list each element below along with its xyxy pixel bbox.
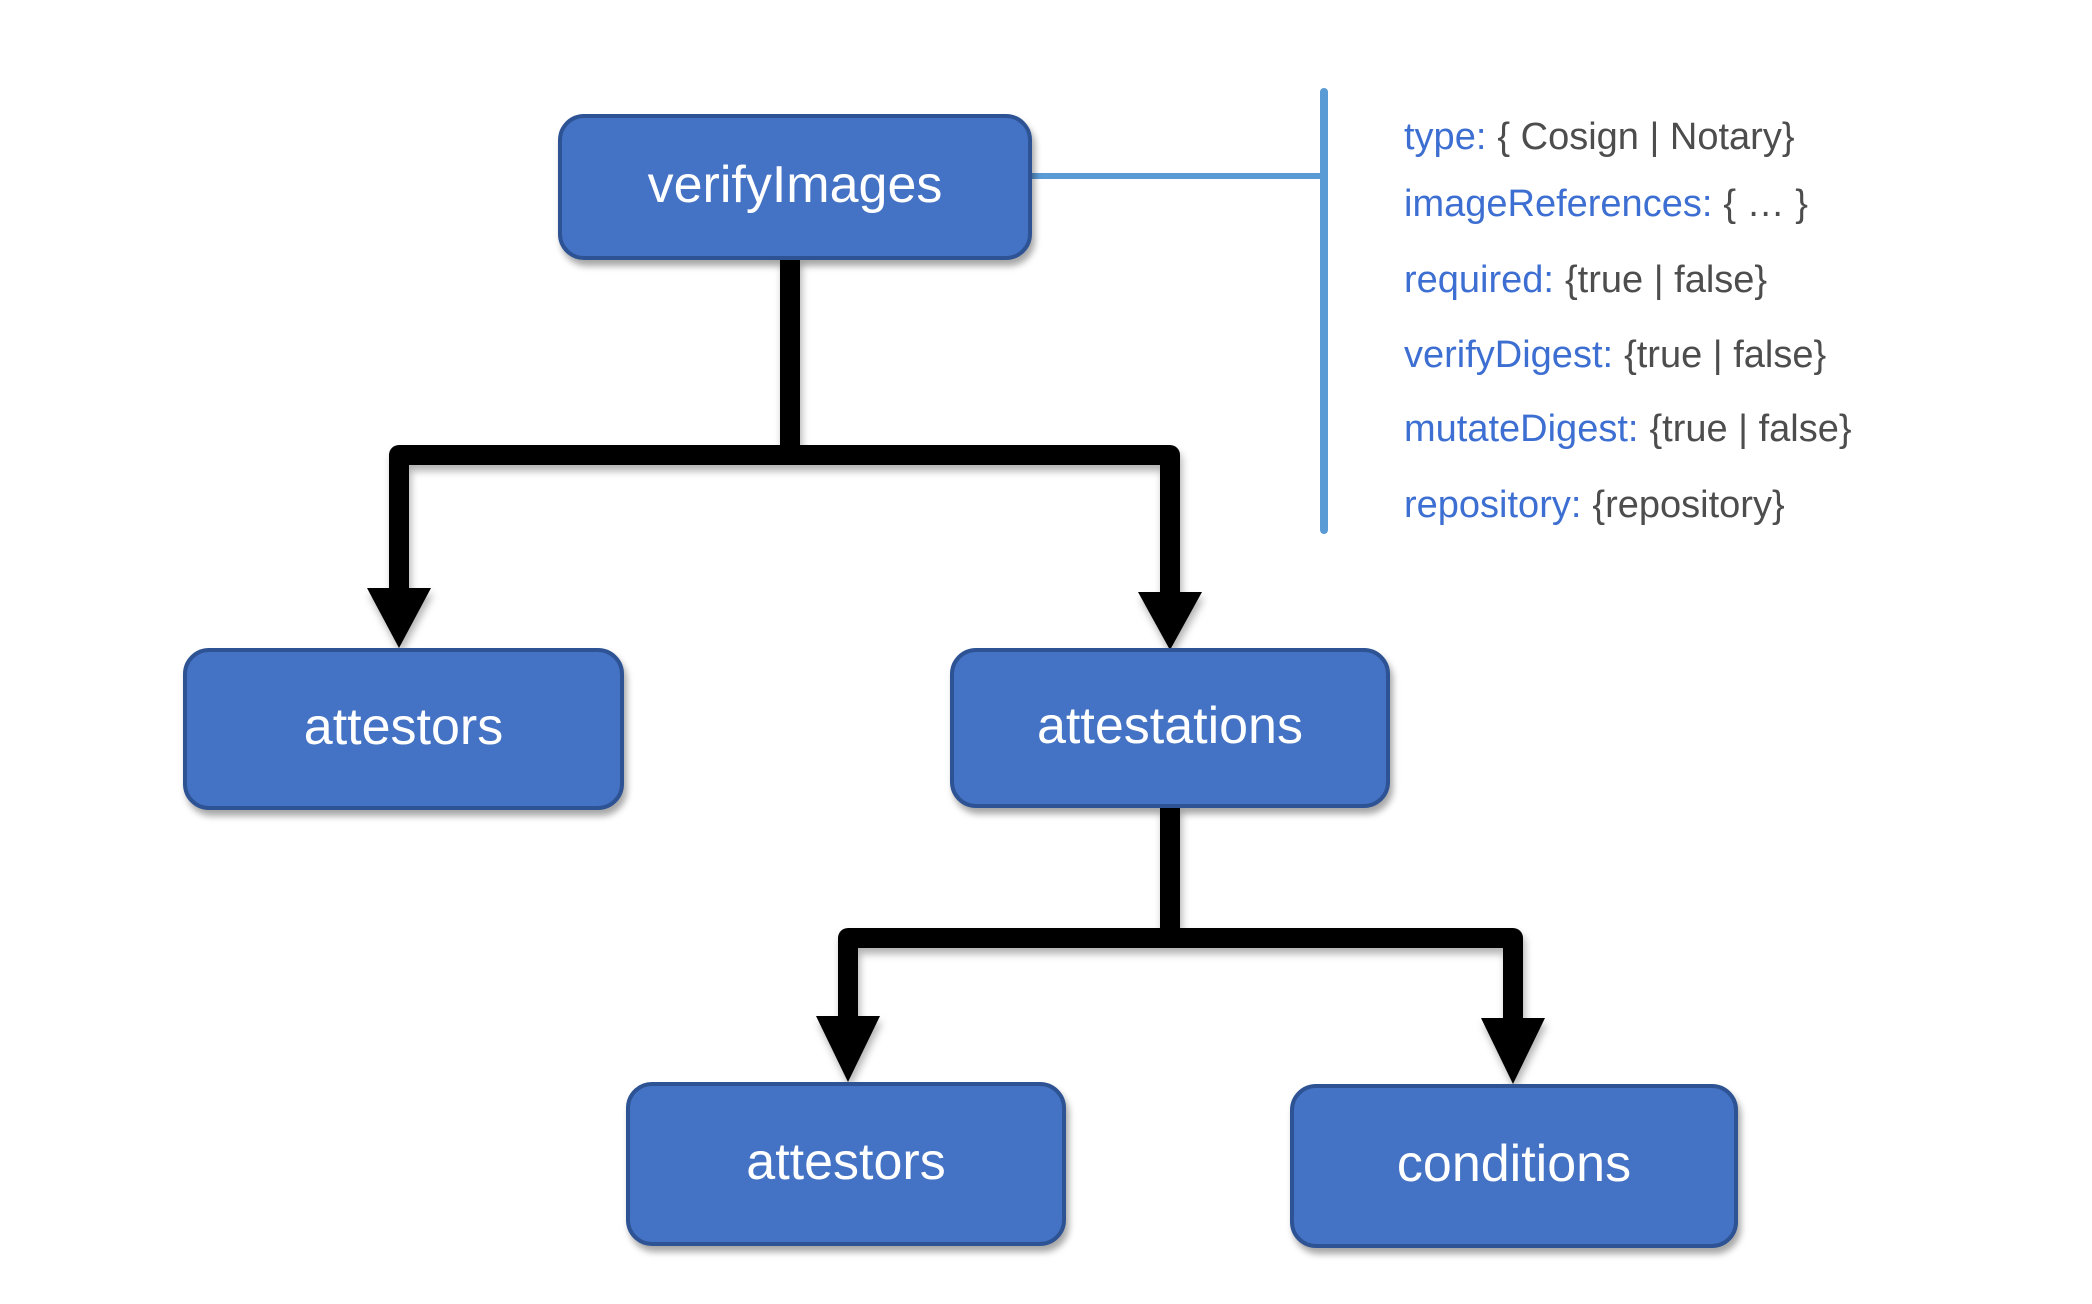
node-verifyimages: verifyImages xyxy=(558,114,1032,260)
node-conditions-label: conditions xyxy=(1396,1135,1632,1193)
arrowhead-to-conditions xyxy=(1481,1018,1545,1084)
callout-value-repository: {repository} xyxy=(1592,483,1785,526)
node-attestors-label: attestors xyxy=(303,698,504,756)
node-attestations-attestors: attestors xyxy=(626,1082,1066,1246)
callout-row-verifydigest: verifyDigest: {true | false} xyxy=(1404,328,1826,382)
callout-key-verifydigest: verifyDigest: xyxy=(1404,333,1614,376)
callout-value-required: {true | false} xyxy=(1564,258,1768,301)
callout-value-verifydigest: {true | false} xyxy=(1624,333,1827,376)
callout-key-imagereferences: imageReferences: xyxy=(1404,182,1713,225)
node-conditions: conditions xyxy=(1290,1084,1738,1248)
node-attestors: attestors xyxy=(183,648,624,810)
callout-row-type: type: { Cosign | Notary} xyxy=(1404,110,1795,164)
arrowhead-to-attestors xyxy=(367,588,431,648)
node-attestations: attestations xyxy=(950,648,1390,808)
node-verifyimages-label: verifyImages xyxy=(647,156,943,214)
node-attestations-attestors-label: attestors xyxy=(746,1133,946,1191)
callout-key-type: type: xyxy=(1404,115,1487,158)
callout-value-type: { Cosign | Notary} xyxy=(1497,115,1795,158)
arrowhead-to-attestations xyxy=(1138,592,1202,650)
callout-value-imagereferences: { … } xyxy=(1723,182,1808,225)
arrowhead-to-attestors2 xyxy=(816,1016,880,1082)
callout-key-repository: repository: xyxy=(1404,483,1582,526)
callout-connector-lines xyxy=(1032,88,1328,534)
callout-key-mutatedigest: mutateDigest: xyxy=(1404,407,1639,450)
tree-connector-level2 xyxy=(816,806,1545,1084)
callout-key-required: required: xyxy=(1404,258,1554,301)
node-attestations-label: attestations xyxy=(1037,697,1303,755)
tree-connector-level1 xyxy=(367,258,1202,650)
callout-row-repository: repository: {repository} xyxy=(1404,478,1785,532)
callout-row-required: required: {true | false} xyxy=(1404,253,1767,307)
callout-value-mutatedigest: {true | false} xyxy=(1649,407,1852,450)
callout-row-imagereferences: imageReferences: { … } xyxy=(1404,177,1808,231)
callout-row-mutatedigest: mutateDigest: {true | false} xyxy=(1404,402,1852,456)
